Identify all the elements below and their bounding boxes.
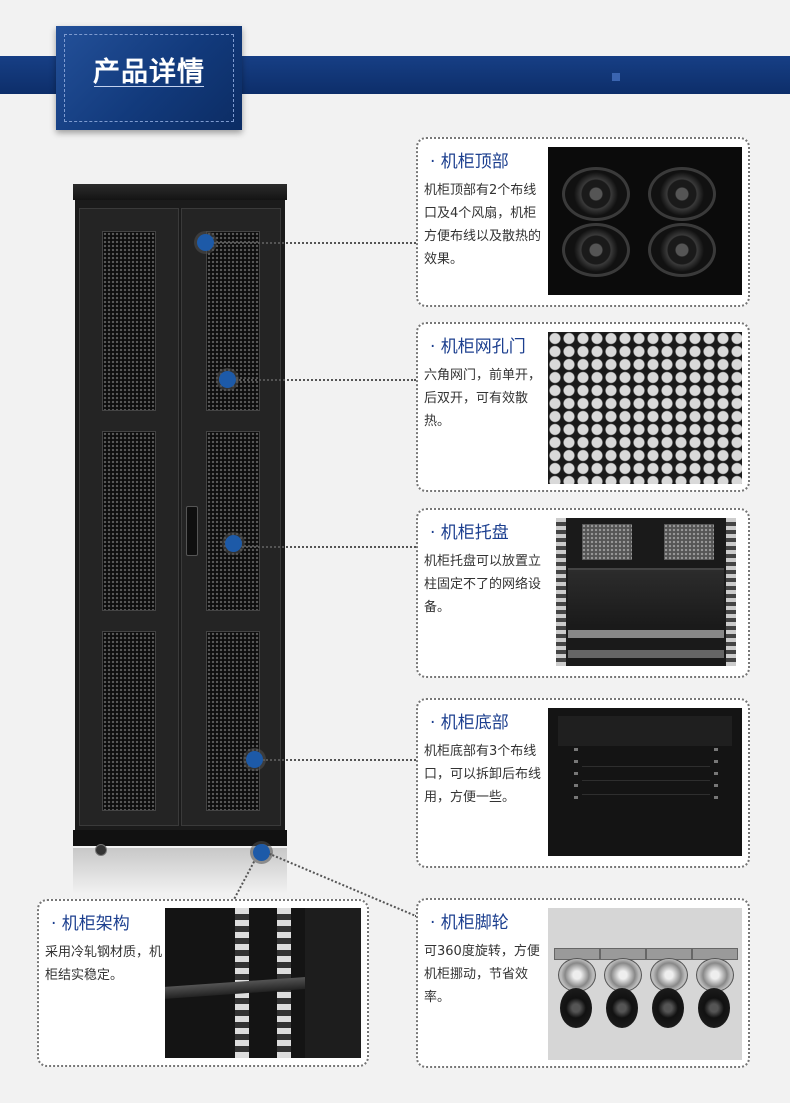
- cabinet-image: [73, 184, 287, 856]
- hexagonal-mesh-icon: [548, 332, 742, 484]
- cabinet-base: [73, 830, 287, 846]
- feature-description: 六角网门，前单开，后双开，可有效散热。: [424, 368, 542, 429]
- callout-line-tray: [242, 546, 416, 548]
- callout-dot-tray: [225, 535, 242, 552]
- cabinet-tray-icon: [556, 518, 736, 666]
- cabinet-body: [75, 200, 285, 830]
- callout-line-top: [214, 242, 416, 244]
- cabinet-frame-icon: [165, 908, 361, 1058]
- callout-dot-mesh: [219, 371, 236, 388]
- door-handle: [186, 506, 198, 556]
- feature-title: · 机柜脚轮: [430, 913, 509, 933]
- feature-title: · 机柜架构: [51, 914, 130, 934]
- callout-dot-casters: [253, 844, 270, 861]
- feature-card-tray: · 机柜托盘 机柜托盘可以放置立柱固定不了的网络设备。: [416, 508, 750, 678]
- callout-dot-top: [197, 234, 214, 251]
- feature-description: 机柜托盘可以放置立柱固定不了的网络设备。: [424, 554, 542, 615]
- caster-wheel-icon: [95, 844, 107, 856]
- cabinet-left-door: [79, 208, 179, 826]
- casters-icon: [548, 908, 742, 1060]
- title-underline: [94, 86, 204, 87]
- feature-card-top: · 机柜顶部 机柜顶部有2个布线口及4个风扇，机柜方便布线以及散热的效果。: [416, 137, 750, 307]
- door-mesh-panel: [102, 231, 156, 411]
- callout-line-mesh: [236, 379, 416, 381]
- door-mesh-panel: [102, 631, 156, 811]
- feature-title: · 机柜托盘: [430, 523, 509, 543]
- feature-card-bottom: · 机柜底部 机柜底部有3个布线口，可以拆卸后布线用，方便一些。: [416, 698, 750, 868]
- door-mesh-panel: [206, 431, 260, 611]
- callout-dot-bottom: [246, 751, 263, 768]
- feature-title: · 机柜顶部: [430, 152, 509, 172]
- callout-line-bottom: [263, 759, 416, 761]
- title-box: 产品详情: [56, 26, 242, 130]
- door-mesh-panel: [102, 431, 156, 611]
- cabinet-reflection: [73, 848, 287, 894]
- feature-title: · 机柜网孔门: [430, 337, 526, 357]
- feature-card-frame: · 机柜架构 采用冷轧钢材质，机柜结实稳定。: [37, 899, 369, 1067]
- title-frame: [64, 34, 234, 122]
- feature-description: 机柜顶部有2个布线口及4个风扇，机柜方便布线以及散热的效果。: [424, 183, 542, 267]
- cabinet-top-fans-icon: [548, 147, 742, 295]
- feature-description: 机柜底部有3个布线口，可以拆卸后布线用，方便一些。: [424, 744, 542, 805]
- feature-description: 采用冷轧钢材质，机柜结实稳定。: [45, 945, 163, 983]
- feature-description: 可360度旋转，方便机柜挪动，节省效率。: [424, 944, 540, 1005]
- door-mesh-panel: [206, 631, 260, 811]
- feature-card-casters: · 机柜脚轮 可360度旋转，方便机柜挪动，节省效率。: [416, 898, 750, 1068]
- feature-card-mesh-door: · 机柜网孔门 六角网门，前单开，后双开，可有效散热。: [416, 322, 750, 492]
- page-title: 产品详情: [93, 57, 205, 88]
- cabinet-top-panel: [73, 184, 287, 200]
- feature-title: · 机柜底部: [430, 713, 509, 733]
- header-square-decoration: [612, 73, 620, 81]
- cabinet-bottom-icon: [548, 708, 742, 856]
